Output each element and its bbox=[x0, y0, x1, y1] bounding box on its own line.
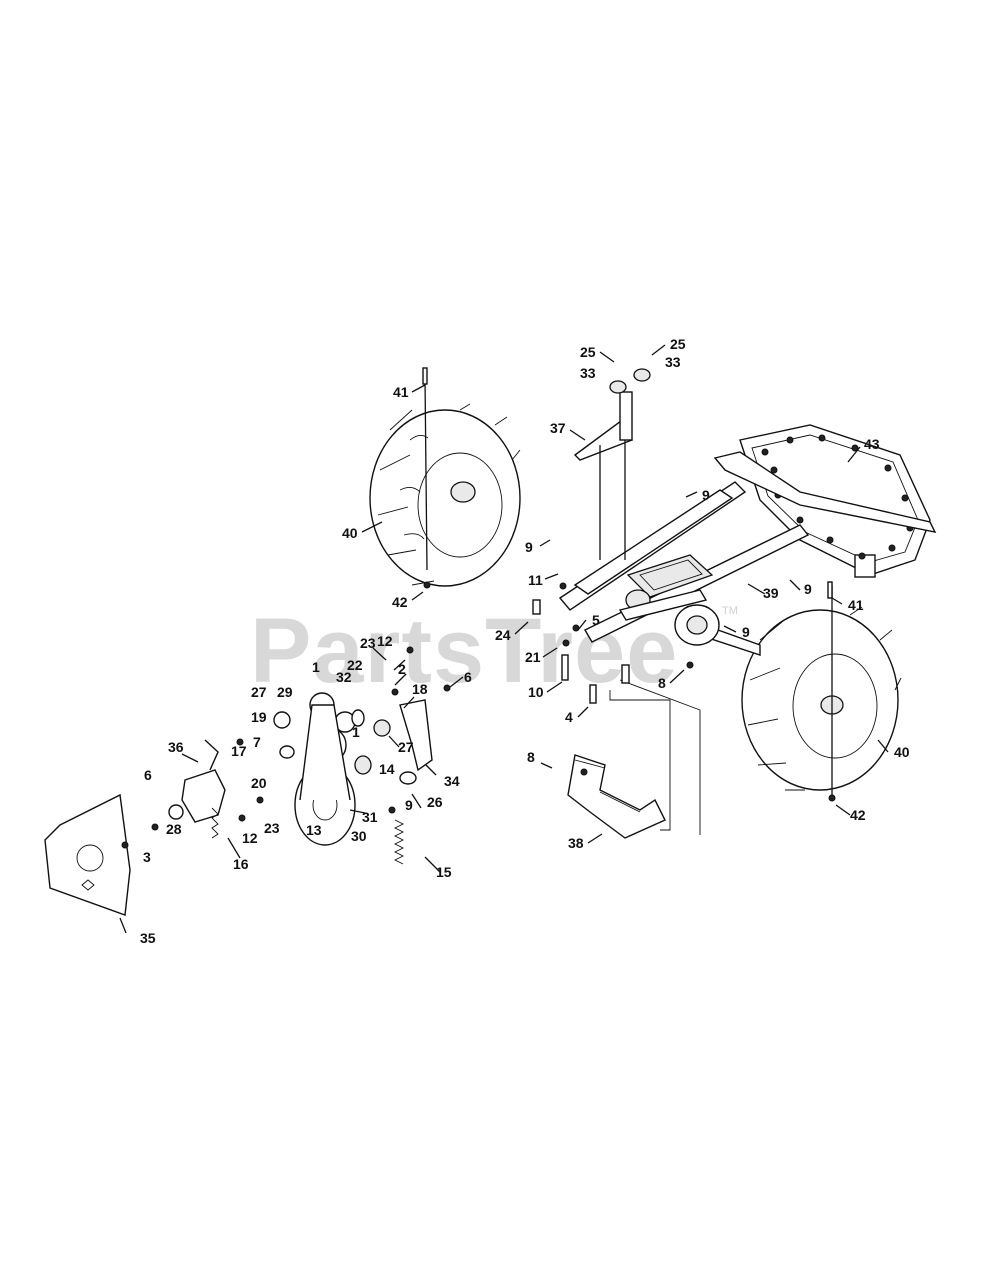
tension-spring bbox=[393, 819, 405, 865]
callout-33-right: 33 bbox=[665, 354, 681, 370]
callout-30: 30 bbox=[351, 828, 367, 844]
callout-1-upper: 1 bbox=[312, 659, 320, 675]
callout-40-lower: 40 bbox=[894, 744, 910, 760]
callout-8-lower: 8 bbox=[527, 749, 535, 765]
callout-18: 18 bbox=[412, 681, 428, 697]
frame-rails bbox=[558, 451, 937, 643]
control-lever bbox=[168, 711, 295, 839]
callout-28: 28 bbox=[166, 821, 182, 837]
callout-37: 37 bbox=[550, 420, 566, 436]
engine-mount-plate bbox=[44, 793, 131, 916]
callout-9-axle: 9 bbox=[742, 624, 750, 640]
callout-29: 29 bbox=[277, 684, 293, 700]
callout-15: 15 bbox=[436, 864, 452, 880]
callout-39: 39 bbox=[763, 585, 779, 601]
callout-12-upper: 12 bbox=[377, 633, 393, 649]
callout-9-right: 9 bbox=[804, 581, 812, 597]
watermark-trademark: TM bbox=[722, 605, 738, 617]
callout-27-left: 27 bbox=[251, 684, 267, 700]
mounting-bracket bbox=[573, 368, 651, 560]
callout-9-lower: 9 bbox=[405, 797, 413, 813]
callout-19: 19 bbox=[251, 709, 267, 725]
callout-10: 10 bbox=[528, 684, 544, 700]
callout-4: 4 bbox=[565, 709, 573, 725]
callout-9-left: 9 bbox=[525, 539, 533, 555]
callout-13: 13 bbox=[306, 822, 322, 838]
bolts bbox=[422, 367, 833, 704]
callout-26: 26 bbox=[427, 794, 443, 810]
callout-31: 31 bbox=[362, 809, 378, 825]
callout-25-right: 25 bbox=[670, 336, 686, 352]
callout-23-upper: 23 bbox=[360, 635, 376, 651]
watermark: PartsTree TM bbox=[250, 600, 738, 702]
callout-38: 38 bbox=[568, 835, 584, 851]
callout-3: 3 bbox=[143, 849, 151, 865]
callout-32: 32 bbox=[336, 669, 352, 685]
callout-8-upper: 8 bbox=[658, 675, 666, 691]
callout-9-top: 9 bbox=[702, 487, 710, 503]
idler-bracket bbox=[373, 699, 433, 785]
callout-6-left: 6 bbox=[144, 767, 152, 783]
left-wheel-tire bbox=[369, 377, 521, 587]
axle-shaft bbox=[674, 604, 761, 656]
callout-20: 20 bbox=[251, 775, 267, 791]
callout-11: 11 bbox=[528, 572, 543, 588]
callout-42-upper: 42 bbox=[392, 594, 408, 610]
callout-36: 36 bbox=[168, 739, 184, 755]
bottom-guard bbox=[567, 754, 666, 839]
callout-40-upper: 40 bbox=[342, 525, 358, 541]
right-wheel-tire bbox=[741, 585, 902, 800]
callout-34: 34 bbox=[444, 773, 460, 789]
callout-14: 14 bbox=[379, 761, 395, 777]
drive-belt-pulleys bbox=[294, 692, 372, 846]
fasteners bbox=[121, 581, 836, 849]
callout-22: 22 bbox=[347, 657, 363, 673]
callouts: 41 40 42 25 25 33 33 37 43 9 9 11 39 9 4… bbox=[140, 336, 910, 946]
callout-21: 21 bbox=[525, 649, 541, 665]
callout-12-lower: 12 bbox=[242, 830, 258, 846]
callout-1-lower: 1 bbox=[352, 724, 360, 740]
callout-41-upper: 41 bbox=[393, 384, 409, 400]
callout-33-left: 33 bbox=[580, 365, 596, 381]
callout-7: 7 bbox=[253, 734, 261, 750]
callout-6-right: 6 bbox=[464, 669, 472, 685]
callout-35: 35 bbox=[140, 930, 156, 946]
callout-2: 2 bbox=[398, 661, 406, 677]
callout-42-lower: 42 bbox=[850, 807, 866, 823]
leader-lines bbox=[119, 344, 889, 934]
watermark-text: PartsTree bbox=[250, 600, 678, 702]
callout-16: 16 bbox=[233, 856, 249, 872]
callout-41-lower: 41 bbox=[848, 597, 864, 613]
callout-43: 43 bbox=[864, 436, 880, 452]
callout-5: 5 bbox=[592, 612, 600, 628]
callout-25-left: 25 bbox=[580, 344, 596, 360]
callout-17: 17 bbox=[231, 743, 247, 759]
callout-23-lower: 23 bbox=[264, 820, 280, 836]
callout-27-right: 27 bbox=[398, 739, 414, 755]
callout-24: 24 bbox=[495, 627, 511, 643]
